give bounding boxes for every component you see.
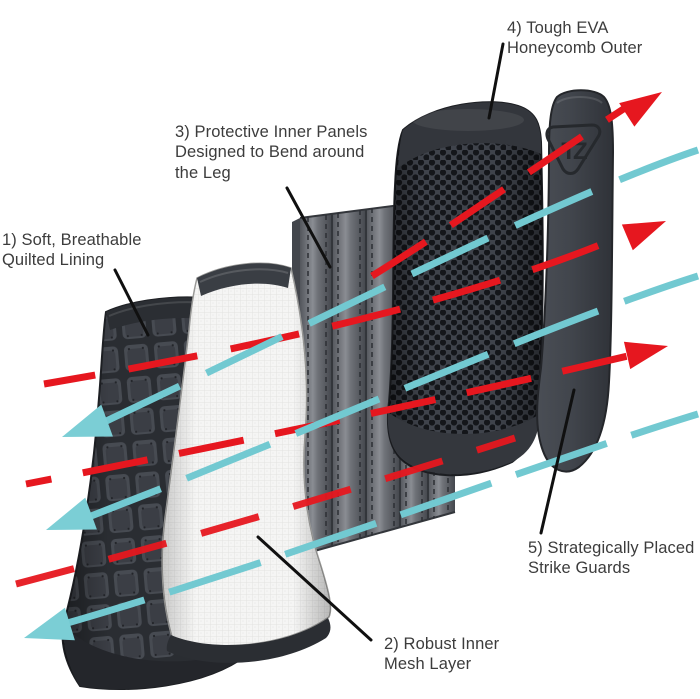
label-strike-guards: 5) Strategically Placed Strike Guards: [528, 539, 695, 578]
label-honeycomb-outer: 4) Tough EVA Honeycomb Outer: [507, 19, 643, 58]
teal-arrow-line-1: [98, 146, 700, 428]
teal-arrowhead-1: [62, 404, 113, 437]
red-arrowhead-3: [623, 341, 668, 370]
label-inner-panels: 3) Protective Inner Panels Designed to B…: [175, 123, 368, 182]
airflow-arrows-teal: [63, 146, 700, 628]
label-mesh-layer: 2) Robust Inner Mesh Layer: [384, 635, 500, 674]
teal-arrow-line-2: [84, 272, 700, 522]
leader-line-3: [285, 186, 332, 269]
leader-line-4: [487, 42, 505, 120]
red-arrow-line-4: [15, 434, 517, 588]
airflow-arrowheads-red: [619, 92, 668, 370]
teal-arrow-line-3: [63, 410, 700, 628]
teal-arrowhead-3: [24, 607, 75, 641]
teal-arrowhead-2: [46, 497, 97, 530]
tz-logo-shield: [545, 123, 602, 175]
red-arrow-line-1: [370, 103, 630, 279]
leader-line-1: [113, 268, 150, 337]
leader-line-2: [256, 535, 373, 642]
leader-line-5: [539, 388, 576, 535]
airflow-arrows-red: [15, 103, 630, 588]
red-arrow-line-3: [25, 352, 629, 488]
airflow-arrowheads-teal: [24, 404, 113, 641]
red-arrowhead-2: [621, 221, 666, 251]
label-quilted-lining: 1) Soft, Breathable Quilted Lining: [2, 231, 142, 270]
layer-strike-guard: TZ: [536, 89, 615, 473]
red-arrowhead-1: [619, 92, 662, 127]
red-arrow-line-2: [43, 230, 628, 388]
leader-lines: [113, 42, 576, 642]
